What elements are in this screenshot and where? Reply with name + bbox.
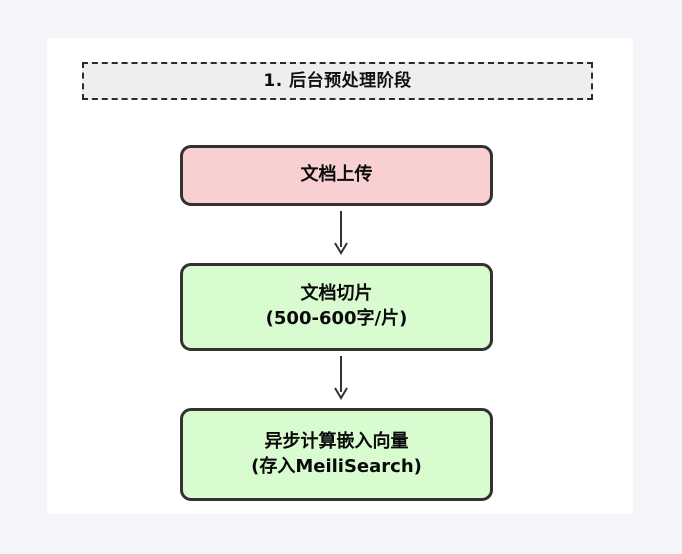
flow-node-embed[interactable]: 异步计算嵌入向量 (存入MeiliSearch) <box>180 408 493 501</box>
flow-node-upload-line-1: 文档上传 <box>300 164 373 186</box>
flow-node-embed-line-2: (存入MeiliSearch) <box>251 455 422 477</box>
flow-node-chunk-line-1: 文档切片 <box>300 283 373 305</box>
arrow-down-icon-1 <box>330 211 352 255</box>
flow-node-embed-line-1: 异步计算嵌入向量 <box>264 430 409 452</box>
stage-title: 1. 后台预处理阶段 <box>263 70 412 91</box>
stage-header-box: 1. 后台预处理阶段 <box>82 62 593 100</box>
flow-node-chunk-line-2: (500-600字/片) <box>265 308 408 329</box>
arrow-down-icon-2 <box>330 356 352 400</box>
flow-node-upload[interactable]: 文档上传 <box>180 145 493 206</box>
flow-node-chunk[interactable]: 文档切片 (500-600字/片) <box>180 263 493 351</box>
diagram-card: 1. 后台预处理阶段 文档上传 文档切片 (500-600字/片) 异步计算嵌入… <box>47 38 633 514</box>
